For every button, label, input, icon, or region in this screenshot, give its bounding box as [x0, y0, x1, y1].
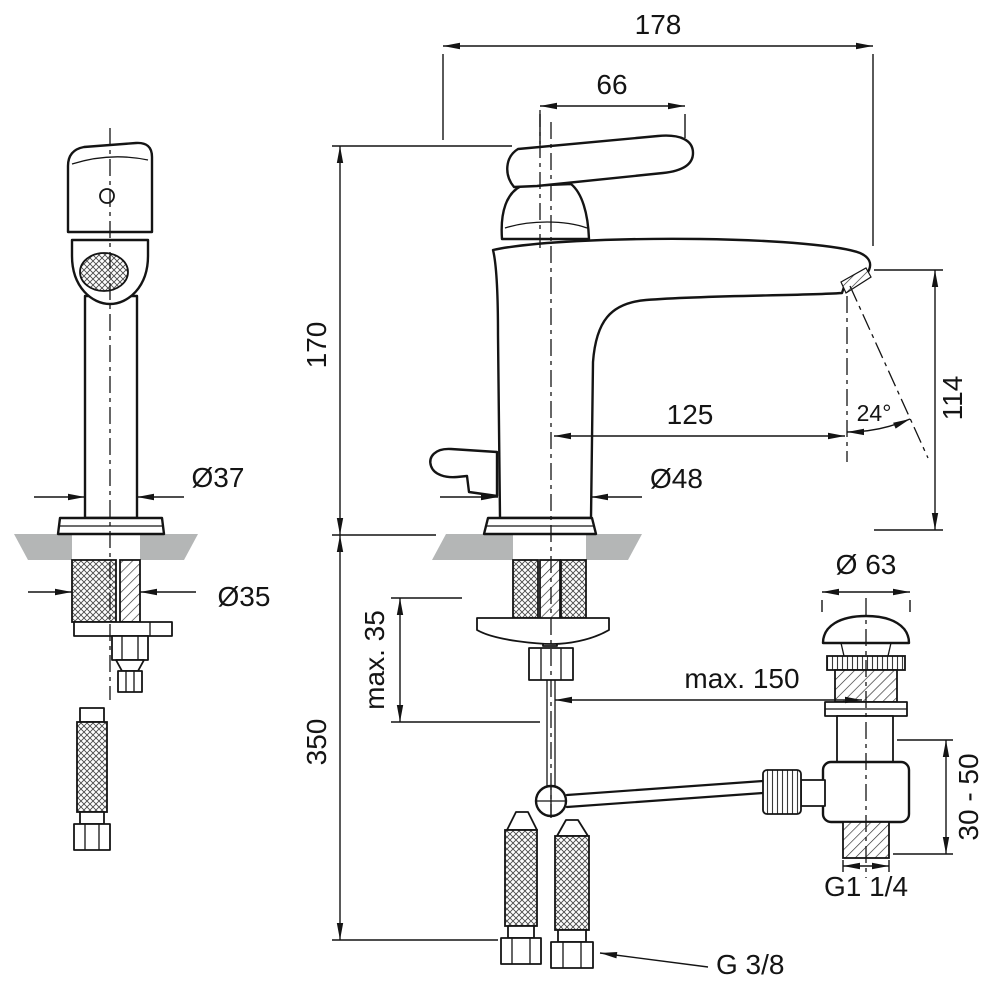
dim-dia35: Ø35: [28, 581, 270, 612]
handle-knob-front: [66, 141, 154, 234]
dim-24deg-label: 24°: [857, 400, 892, 426]
aerator-mesh: [79, 252, 129, 292]
dim-dia63-label: Ø 63: [836, 549, 897, 580]
dim-170-label: 170: [301, 322, 332, 369]
dim-30-50: 30 - 50: [893, 739, 984, 855]
drain-knurled-knob: [762, 769, 802, 815]
handle-lever: [506, 134, 695, 189]
dim-30-50-label: 30 - 50: [953, 753, 984, 840]
dim-g38: G 3/8: [599, 949, 784, 980]
counter-front-view: [14, 534, 198, 560]
dim-dia37: Ø37: [34, 462, 245, 501]
mounting-plate: [476, 617, 610, 645]
supply-thread-label: G 3/8: [716, 949, 784, 980]
handle-indicator-dot: [99, 188, 115, 204]
popup-drain-assembly: [762, 598, 911, 878]
dim-178-label: 178: [635, 9, 682, 40]
dim-dia63: Ø 63: [821, 549, 911, 612]
dim-178: 178: [442, 9, 874, 246]
popup-rod-linkage: [534, 779, 765, 818]
side-view-supply-hoses: [500, 811, 594, 969]
dim-dia48: Ø48: [440, 463, 703, 501]
front-view-supply-hose: [73, 707, 111, 851]
dim-125-label: 125: [667, 399, 714, 430]
dim-114: 114: [874, 269, 968, 531]
dim-max150: max. 150: [554, 663, 863, 704]
dim-66: 66: [539, 69, 686, 144]
dim-max150-label: max. 150: [684, 663, 799, 694]
dim-350: 350: [301, 534, 498, 941]
counter-side-view: [432, 534, 642, 560]
side-view-mounting: [476, 559, 610, 792]
dim-170: 170: [301, 145, 512, 536]
dim-125: 125: [553, 399, 846, 440]
drain-thread-label: G1 1/4: [824, 871, 908, 902]
spout-aerator: [840, 267, 872, 294]
side-lever: [429, 447, 499, 498]
dim-g114: G1 1/4: [824, 860, 908, 902]
front-view-faucet: [56, 128, 166, 700]
dim-24deg: 24°: [846, 400, 911, 436]
dim-66-label: 66: [596, 69, 627, 100]
dim-dia35-label: Ø35: [218, 581, 271, 612]
water-stream-angled: [849, 285, 929, 459]
handle-dome: [500, 182, 591, 241]
dim-max35: max. 35: [359, 597, 540, 723]
dim-dia37-label: Ø37: [192, 462, 245, 493]
dim-350-label: 350: [301, 719, 332, 766]
dim-114-label: 114: [937, 376, 968, 421]
dim-dia48-label: Ø48: [650, 463, 703, 494]
front-view-mounting: [71, 559, 173, 693]
dim-max35-label: max. 35: [359, 610, 390, 710]
